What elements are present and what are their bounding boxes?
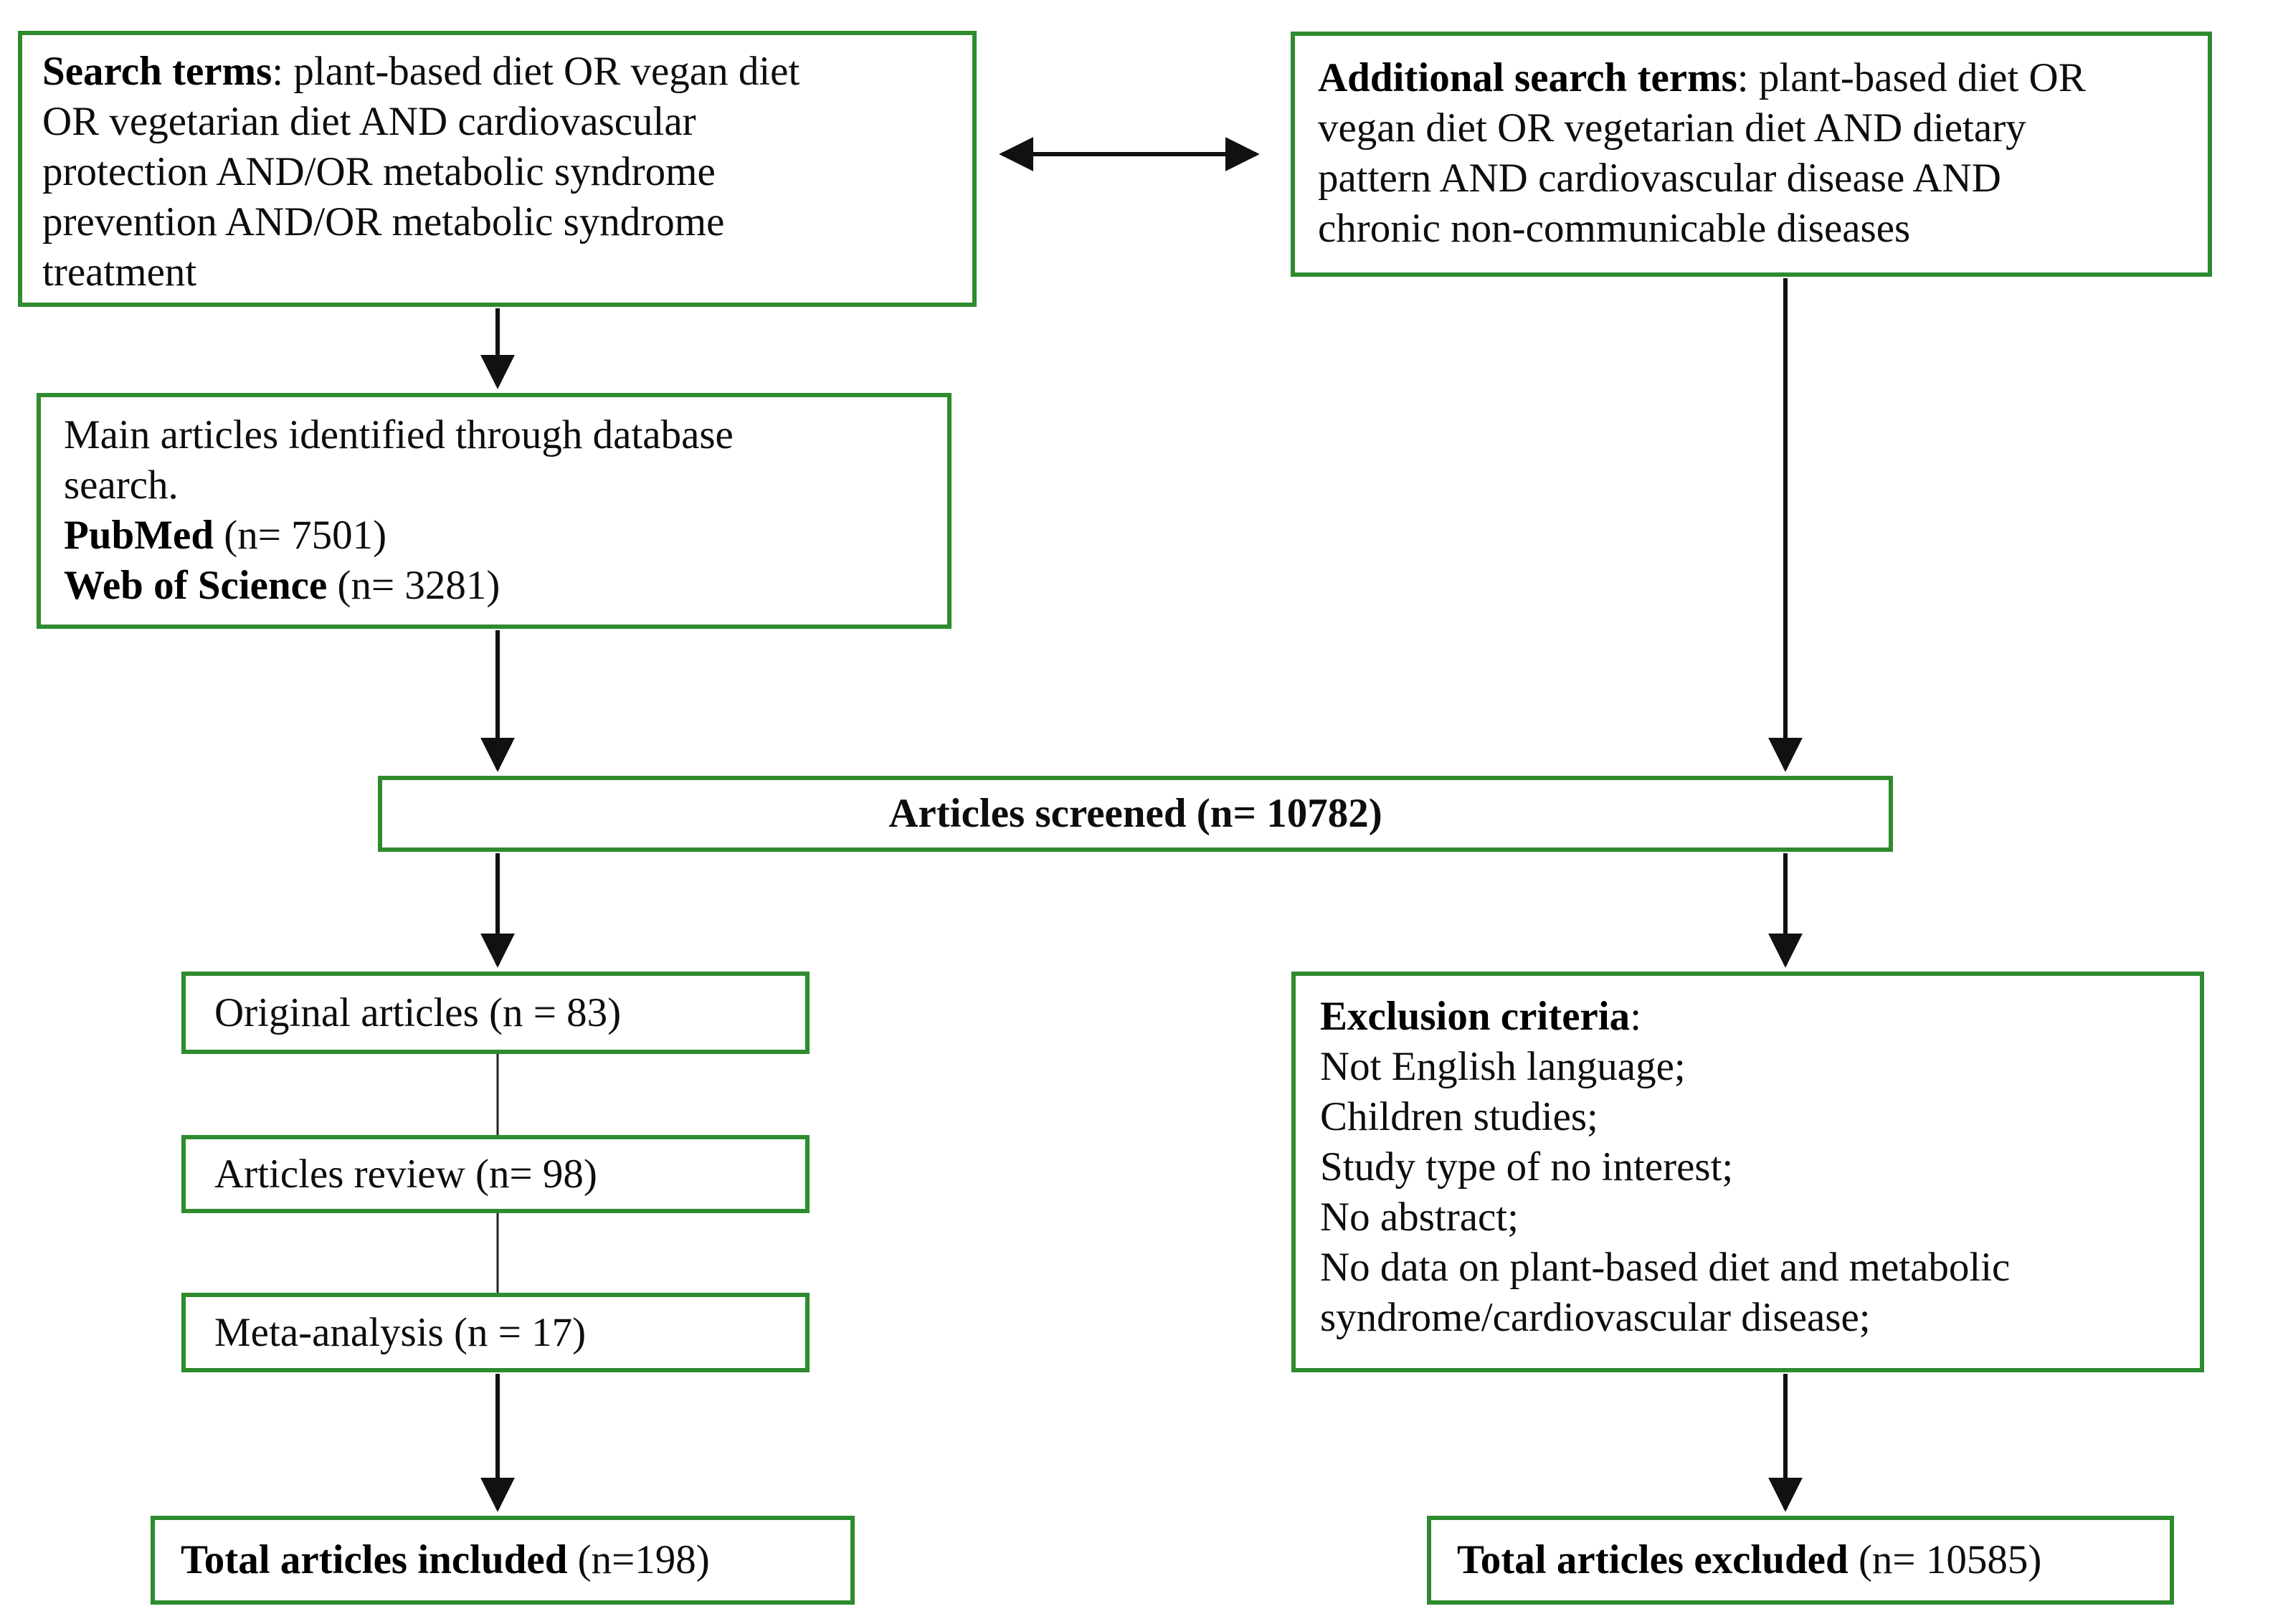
exclusion-item: Study type of no interest; bbox=[1320, 1144, 1734, 1189]
additional-terms-heading: Additional search terms bbox=[1318, 55, 1737, 100]
total-included-label: Total articles included (n=198) bbox=[181, 1535, 710, 1585]
pubmed-label: PubMed bbox=[64, 513, 214, 558]
exclusion-criteria-heading-line: Exclusion criteria: bbox=[1320, 992, 2183, 1042]
box-total-articles-included: Total articles included (n=198) bbox=[151, 1516, 855, 1605]
search-terms-text: Search terms: plant-based diet OR vegan … bbox=[42, 47, 955, 298]
web-of-science-count-line: Web of Science (n= 3281) bbox=[64, 561, 930, 611]
box-articles-screened: Articles screened (n= 10782) bbox=[378, 776, 1893, 852]
pubmed-count: (n= 7501) bbox=[214, 513, 387, 558]
main-articles-line: Main articles identified through databas… bbox=[64, 412, 734, 508]
additional-terms-body: : plant-based diet OR vegan diet OR vege… bbox=[1318, 55, 2086, 251]
web-of-science-label: Web of Science bbox=[64, 563, 328, 608]
exclusion-item: Children studies; bbox=[1320, 1094, 1598, 1139]
box-articles-review: Articles review (n= 98) bbox=[181, 1135, 810, 1213]
total-included-count: (n=198) bbox=[567, 1537, 710, 1582]
pubmed-count-line: PubMed (n= 7501) bbox=[64, 511, 930, 561]
box-total-articles-excluded: Total articles excluded (n= 10585) bbox=[1427, 1516, 2174, 1605]
total-included-bold: Total articles included bbox=[181, 1537, 568, 1582]
box-original-articles: Original articles (n = 83) bbox=[181, 972, 810, 1054]
articles-screened-label: Articles screened (n= 10782) bbox=[888, 791, 1382, 836]
articles-review-label: Articles review (n= 98) bbox=[214, 1151, 597, 1197]
box-search-terms: Search terms: plant-based diet OR vegan … bbox=[18, 31, 977, 307]
box-exclusion-criteria: Exclusion criteria: Not English language… bbox=[1291, 972, 2204, 1372]
total-excluded-count: (n= 10585) bbox=[1848, 1537, 2042, 1582]
search-terms-heading: Search terms bbox=[42, 49, 272, 94]
additional-terms-text: Additional search terms: plant-based die… bbox=[1318, 53, 2191, 254]
box-meta-analysis: Meta-analysis (n = 17) bbox=[181, 1293, 810, 1372]
exclusion-item: Not English language; bbox=[1320, 1044, 1686, 1089]
web-of-science-count: (n= 3281) bbox=[327, 563, 500, 608]
box-additional-search-terms: Additional search terms: plant-based die… bbox=[1291, 32, 2212, 277]
exclusion-item: No abstract; bbox=[1320, 1195, 1519, 1240]
total-excluded-bold: Total articles excluded bbox=[1457, 1537, 1848, 1582]
exclusion-criteria-heading: Exclusion criteria bbox=[1320, 994, 1631, 1039]
exclusion-item: No data on plant-based diet and metaboli… bbox=[1320, 1245, 2011, 1340]
total-excluded-label: Total articles excluded (n= 10585) bbox=[1457, 1535, 2041, 1585]
exclusion-criteria-colon: : bbox=[1630, 994, 1642, 1039]
box-main-articles-identified: Main articles identified through databas… bbox=[37, 393, 951, 629]
search-terms-body: : plant-based diet OR vegan diet OR vege… bbox=[42, 49, 800, 295]
original-articles-label: Original articles (n = 83) bbox=[214, 989, 622, 1035]
meta-analysis-label: Meta-analysis (n = 17) bbox=[214, 1309, 587, 1355]
